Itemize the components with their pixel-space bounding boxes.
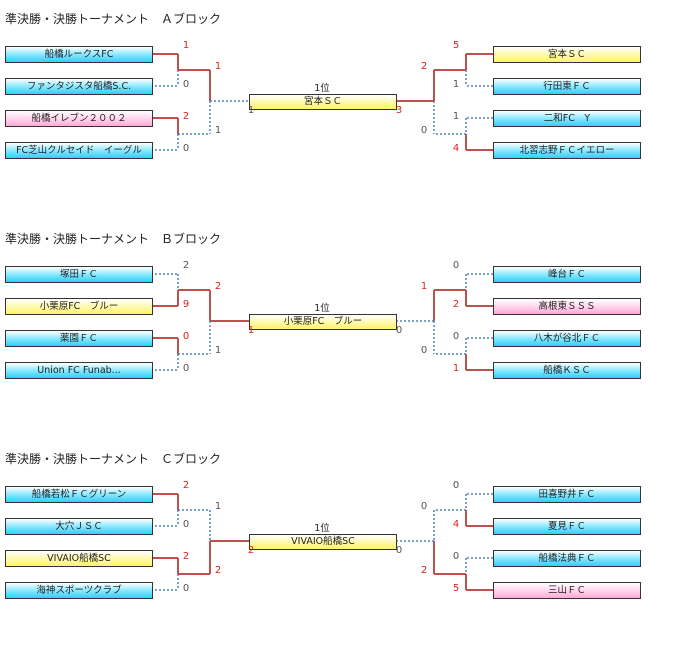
score-label: 0	[420, 345, 428, 356]
team-box[interactable]: 薬園ＦＣ	[5, 330, 153, 347]
score-label: 9	[182, 299, 190, 310]
team-box[interactable]: Union FC Funab...	[5, 362, 153, 379]
team-box[interactable]: 宮本ＳＣ	[493, 46, 641, 63]
team-box[interactable]: 峰台ＦＣ	[493, 266, 641, 283]
score-label: 2	[182, 260, 190, 271]
score-label: 3	[395, 105, 403, 116]
team-box[interactable]: 八木が谷北ＦＣ	[493, 330, 641, 347]
score-label: 0	[182, 519, 190, 530]
score-label: 1	[182, 40, 190, 51]
block-title: 準決勝・決勝トーナメント Ａブロック	[5, 12, 222, 26]
score-label: 0	[182, 143, 190, 154]
team-box[interactable]: 塚田ＦＣ	[5, 266, 153, 283]
team-box[interactable]: 行田東ＦＣ	[493, 78, 641, 95]
score-label: 5	[452, 40, 460, 51]
score-label: 1	[452, 111, 460, 122]
score-label: 5	[452, 583, 460, 594]
score-label: 0	[182, 363, 190, 374]
bracket-block: 準決勝・決勝トーナメント Ｃブロック船橋若松ＦＣグリーン大穴ＪＳＣ VIVAIO船…	[0, 450, 693, 650]
block-title: 準決勝・決勝トーナメント Ｂブロック	[5, 232, 222, 246]
score-label: 1	[214, 61, 222, 72]
final-rank-label: 1位	[314, 303, 330, 314]
score-label: 0	[182, 331, 190, 342]
final-rank-label: 1位	[314, 523, 330, 534]
score-label: 2	[182, 111, 190, 122]
score-label: 1	[452, 79, 460, 90]
team-box[interactable]: ファンタジスタ船橋S.C.	[5, 78, 153, 95]
score-label: 0	[420, 125, 428, 136]
score-label: 0	[452, 331, 460, 342]
team-box[interactable]: 船橋ルークスFC	[5, 46, 153, 63]
team-box[interactable]: 船橋ＫＳＣ	[493, 362, 641, 379]
score-label: 2	[214, 281, 222, 292]
team-box[interactable]: 北習志野ＦＣイエロー	[493, 142, 641, 159]
team-box[interactable]: 船橋法典ＦＣ	[493, 550, 641, 567]
score-label: 0	[452, 551, 460, 562]
score-label: 2	[214, 565, 222, 576]
bracket-block: 準決勝・決勝トーナメント Ａブロック船橋ルークスFC ファンタジスタ船橋S.C. 船…	[0, 10, 693, 210]
score-label: 2	[247, 545, 255, 556]
team-box[interactable]: 夏見ＦＣ	[493, 518, 641, 535]
score-label: 1	[214, 345, 222, 356]
team-box[interactable]: 二和FC Y	[493, 110, 641, 127]
score-label: 1	[247, 105, 255, 116]
score-label: 0	[395, 325, 403, 336]
score-label: 4	[452, 519, 460, 530]
score-label: 0	[420, 501, 428, 512]
score-label: 2	[420, 61, 428, 72]
block-title: 準決勝・決勝トーナメント Ｃブロック	[5, 452, 222, 466]
bracket-lines	[151, 273, 493, 371]
bracket-lines	[151, 53, 493, 151]
score-label: 2	[420, 565, 428, 576]
team-box[interactable]: 船橋若松ＦＣグリーン	[5, 486, 153, 503]
score-label: 1	[247, 325, 255, 336]
score-label: 0	[182, 79, 190, 90]
team-box[interactable]: 大穴ＪＳＣ	[5, 518, 153, 535]
team-box[interactable]: 高根東ＳＳＳ	[493, 298, 641, 315]
team-box[interactable]: VIVAIO船橋SC	[5, 550, 153, 567]
score-label: 0	[182, 583, 190, 594]
final-rank-label: 1位	[314, 83, 330, 94]
team-box[interactable]: FC芝山クルセイド イーグル	[5, 142, 153, 159]
score-label: 0	[452, 480, 460, 491]
final-winner-box[interactable]: 宮本ＳＣ	[249, 94, 397, 110]
score-label: 1	[420, 281, 428, 292]
team-box[interactable]: 三山ＦＣ	[493, 582, 641, 599]
team-box[interactable]: 田喜野井ＦＣ	[493, 486, 641, 503]
team-box[interactable]: 小栗原FC ブルー	[5, 298, 153, 315]
score-label: 1	[214, 501, 222, 512]
score-label: 0	[395, 545, 403, 556]
score-label: 2	[182, 480, 190, 491]
score-label: 1	[214, 125, 222, 136]
final-winner-box[interactable]: 小栗原FC ブルー	[249, 314, 397, 330]
team-box[interactable]: 船橋イレブン２００２	[5, 110, 153, 127]
score-label: 0	[452, 260, 460, 271]
team-box[interactable]: 海神スポーツクラブ	[5, 582, 153, 599]
score-label: 4	[452, 143, 460, 154]
bracket-lines	[151, 493, 493, 591]
score-label: 2	[452, 299, 460, 310]
score-label: 1	[452, 363, 460, 374]
score-label: 2	[182, 551, 190, 562]
final-winner-box[interactable]: VIVAIO船橋SC	[249, 534, 397, 550]
